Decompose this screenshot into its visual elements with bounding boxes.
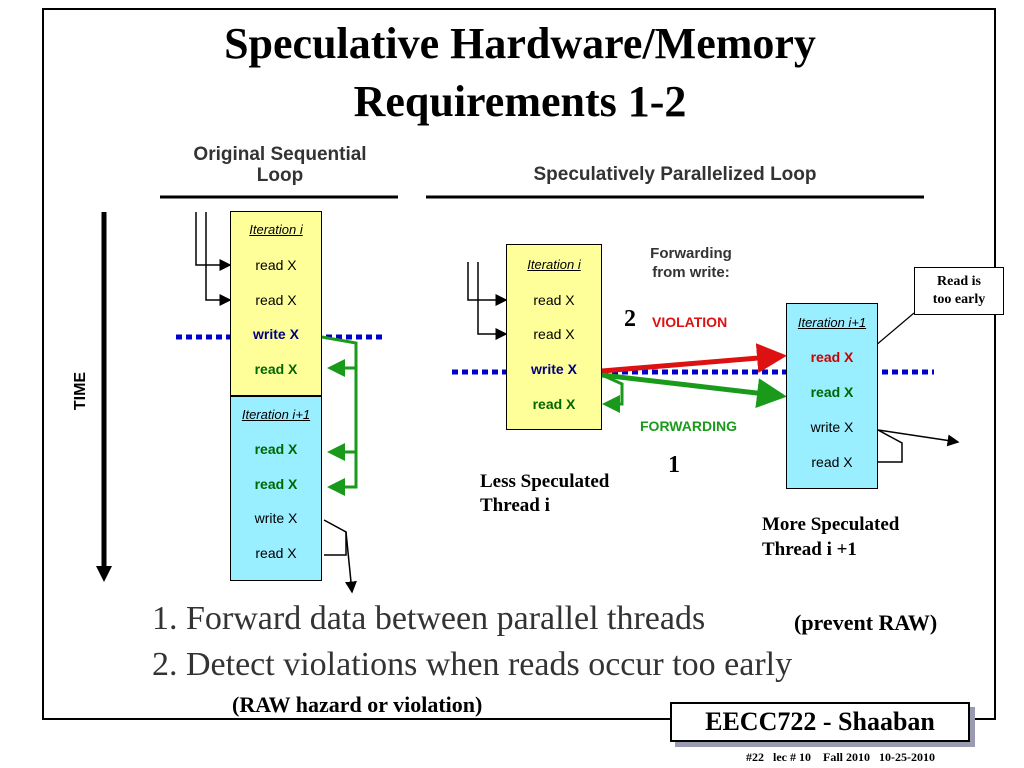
- forwarding-from-write: Forwarding from write:: [636, 244, 746, 282]
- slide-title-line1: Speculative Hardware/Memory: [224, 19, 816, 68]
- less-speculated-line2: Thread i: [480, 495, 550, 516]
- course-label: EECC722 - Shaaban: [705, 707, 935, 736]
- seq-output-arrow: [344, 531, 357, 594]
- course-badge: EECC722 - Shaaban: [670, 702, 970, 742]
- more-speculated-label: More Speculated Thread i +1: [762, 512, 899, 562]
- seq-i-row-3: write X: [253, 326, 299, 342]
- seq-forward-3: [327, 452, 358, 496]
- seq-iteration-i1-box: Iteration i+1 read X read X write X read…: [230, 396, 322, 581]
- callout-line2: too early: [932, 292, 986, 307]
- seq-i-row-4: read X: [254, 361, 298, 377]
- seq-i-row-1: read X: [255, 257, 297, 273]
- callout-line1: Read is: [937, 274, 981, 289]
- more-speculated-line2: Thread i +1: [762, 539, 857, 560]
- par-input-arrow-1: [467, 262, 508, 306]
- forwarding-arrow: [601, 372, 787, 409]
- seq-i1-row-1: read X: [254, 441, 298, 457]
- left-heading-line1: Original Sequential: [193, 144, 367, 165]
- point-2: 2. Detect violations when reads occur to…: [152, 646, 793, 683]
- par-i1-row-3: write X: [810, 419, 854, 435]
- violation-label: VIOLATION: [652, 314, 728, 330]
- seq-iteration-i-box: Iteration i read X read X write X read X: [230, 211, 322, 396]
- par-i-row-3: write X: [531, 361, 577, 377]
- right-heading: Speculatively Parallelized Loop: [533, 164, 817, 185]
- par-i1-row-2: read X: [810, 384, 854, 400]
- par-i-row-4: read X: [532, 396, 576, 412]
- par-right-output-arrow: [877, 429, 960, 447]
- seq-output-line: [323, 519, 347, 556]
- seq-iteration-i-label: Iteration i: [249, 222, 303, 237]
- par-local-forward: [601, 373, 624, 413]
- number-1: 1: [668, 452, 680, 478]
- seq-i1-row-3: write X: [254, 510, 298, 526]
- slide-frame: [42, 8, 996, 720]
- par-i-row-2: read X: [533, 326, 575, 342]
- point-2-note: (RAW hazard or violation): [232, 692, 483, 717]
- seq-input-arrow-2: [205, 212, 232, 306]
- par-input-arrow-2: [477, 262, 508, 340]
- seq-input-arrow-1: [195, 212, 232, 271]
- seq-i-row-2: read X: [255, 292, 297, 308]
- par-i1-row-1: read X: [810, 349, 854, 365]
- par-iteration-i-box: Iteration i read X read X write X read X: [506, 244, 602, 430]
- seq-i1-row-2: read X: [254, 476, 298, 492]
- violation-arrow: [601, 343, 787, 374]
- par-iteration-i1-box: Iteration i+1 read X read X write X read…: [786, 303, 878, 489]
- more-speculated-line1: More Speculated: [762, 514, 900, 535]
- par-i-row-1: read X: [533, 292, 575, 308]
- par-iteration-i-label: Iteration i: [527, 257, 581, 272]
- number-2: 2: [624, 306, 636, 332]
- time-label: TIME: [72, 371, 90, 411]
- forwarding-from-write-line2: from write:: [652, 264, 730, 281]
- par-i1-row-4: read X: [811, 454, 853, 470]
- forwarding-label: FORWARDING: [640, 418, 737, 434]
- forwarding-from-write-line1: Forwarding: [650, 245, 732, 262]
- callout-read-too-early: Read is too early: [914, 267, 1004, 315]
- less-speculated-label: Less Speculated Thread i: [480, 470, 609, 518]
- seq-i1-row-4: read X: [255, 545, 297, 561]
- slide-title-line2: Requirements 1-2: [353, 77, 687, 126]
- par-right-output-line: [877, 429, 903, 463]
- seq-iteration-i1-label: Iteration i+1: [241, 407, 311, 422]
- slide-footer: #22 lec # 10 Fall 2010 10-25-2010: [746, 750, 935, 764]
- left-heading: Original Sequential Loop: [160, 144, 400, 186]
- seq-forward-2: [327, 368, 358, 461]
- seq-forward-1: [321, 335, 358, 377]
- less-speculated-line1: Less Speculated: [480, 471, 610, 492]
- par-iteration-i1-label: Iteration i+1: [797, 315, 867, 330]
- time-arrow-head: [96, 566, 112, 582]
- left-heading-line2: Loop: [256, 165, 304, 186]
- point-1-note: (prevent RAW): [794, 610, 938, 635]
- point-1: 1. Forward data between parallel threads: [152, 600, 706, 637]
